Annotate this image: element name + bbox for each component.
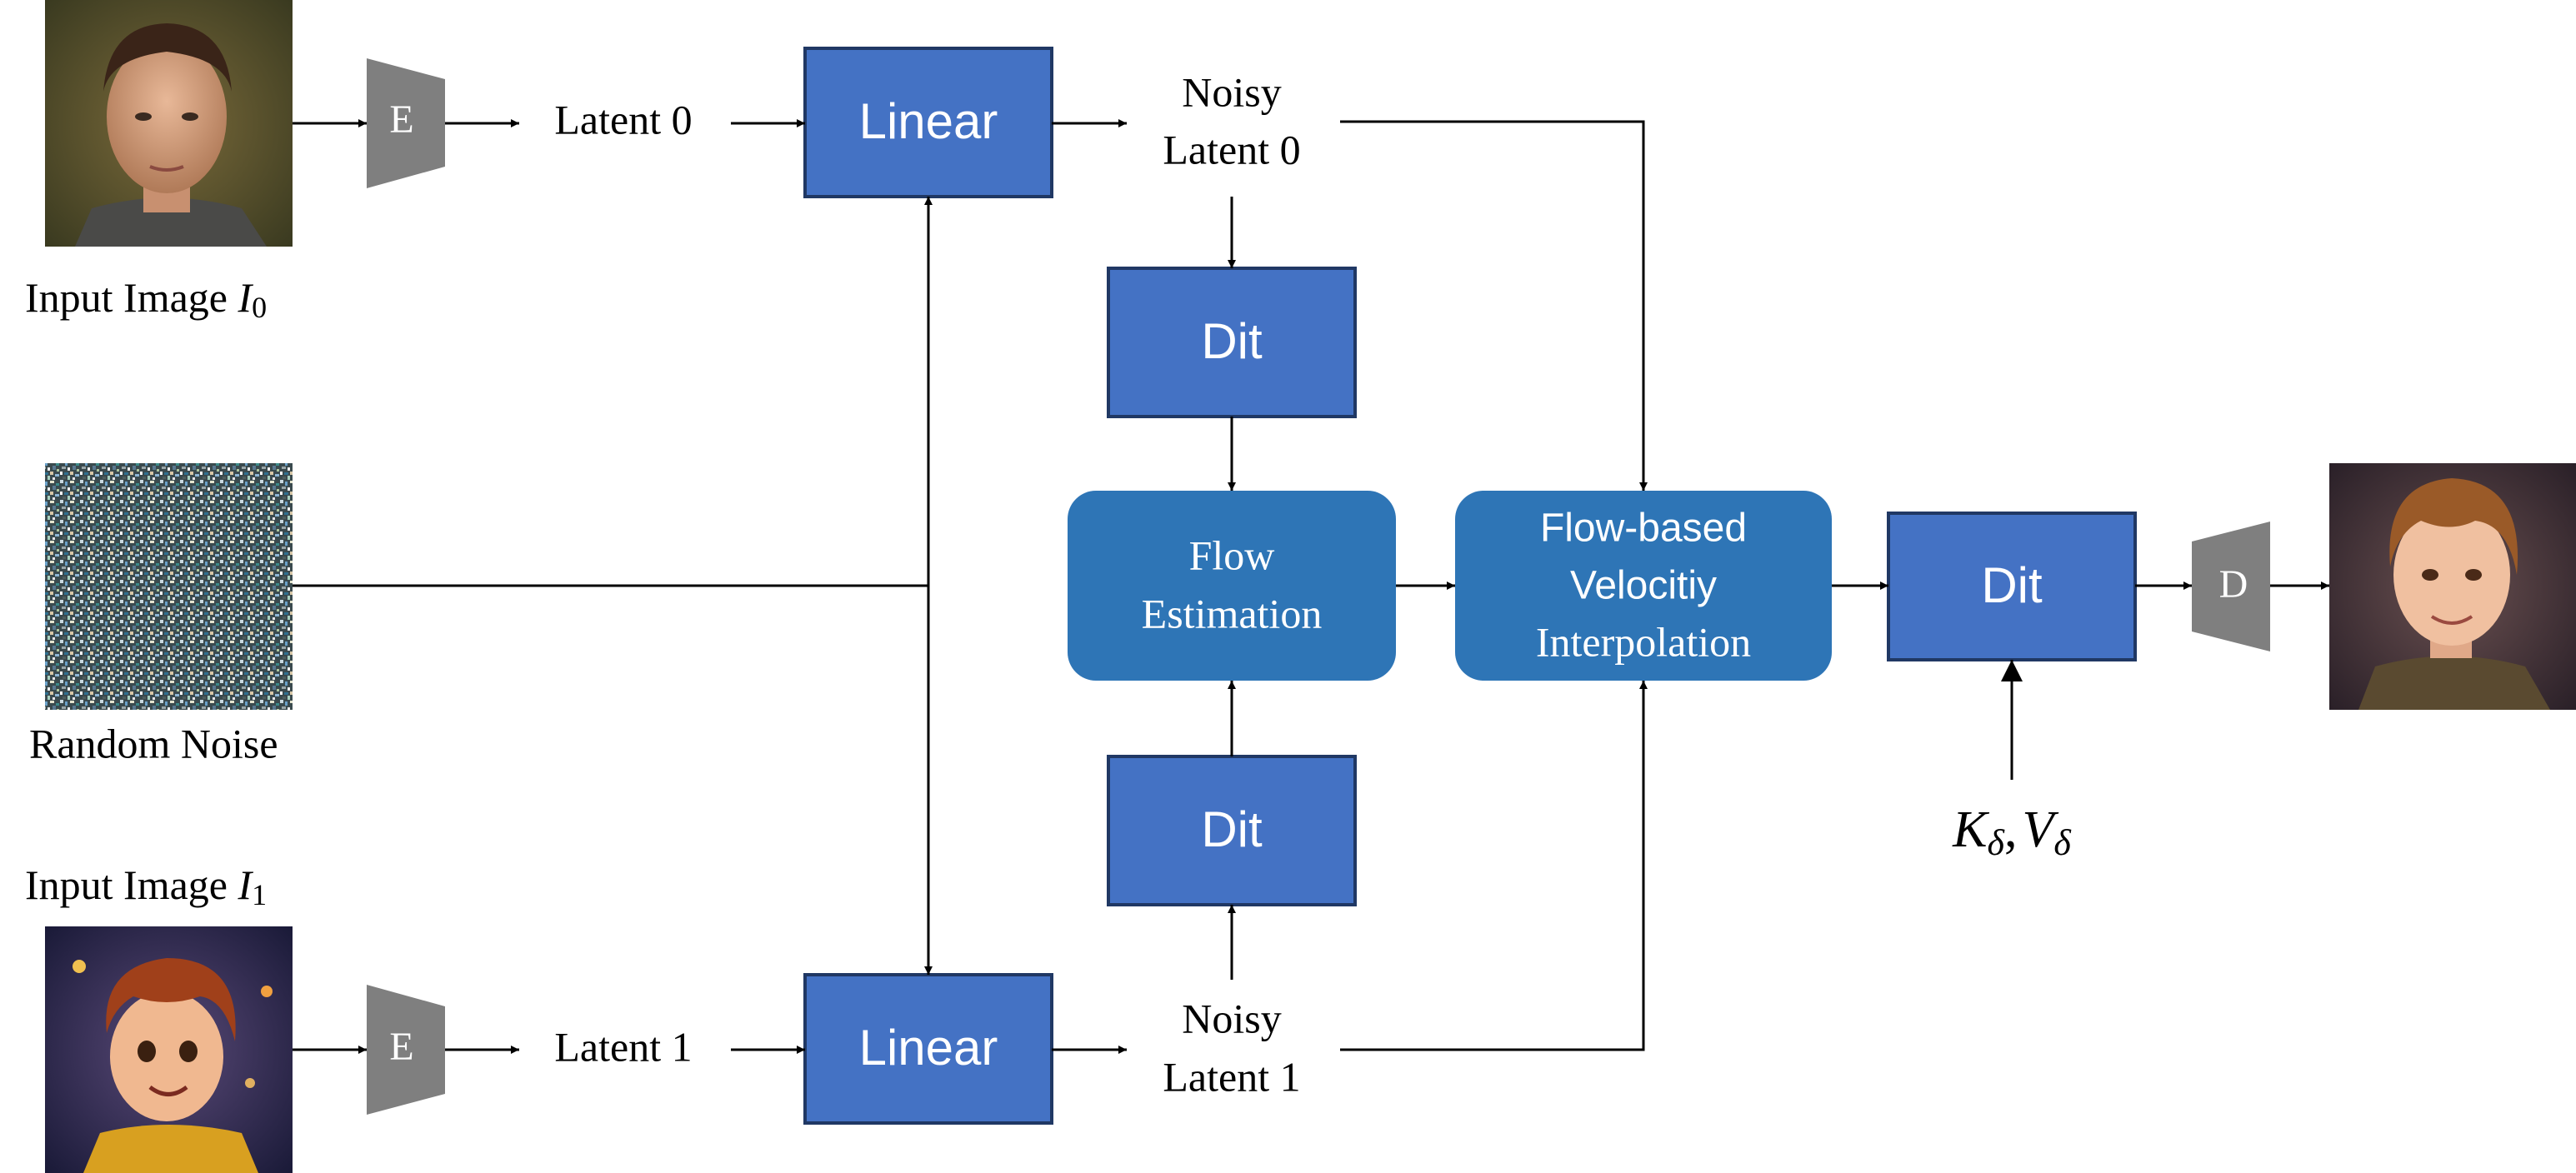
kv-condition-label: Kδ,Vδ bbox=[1952, 801, 2072, 863]
noisy-latent-1-label: Noisy Latent 1 bbox=[1163, 995, 1300, 1100]
velocity-interpolation-box: Flow-based Velocitiy Interpolation bbox=[1455, 491, 1832, 681]
latent-0-label: Latent 0 bbox=[554, 96, 692, 142]
encoder-bottom: E bbox=[367, 985, 445, 1115]
random-noise-label: Random Noise bbox=[29, 720, 278, 766]
svg-text:Latent 0: Latent 0 bbox=[1163, 126, 1300, 172]
connectors bbox=[293, 119, 2329, 1054]
svg-text:Velocitiy: Velocitiy bbox=[1570, 564, 1717, 608]
svg-text:Linear: Linear bbox=[859, 1020, 998, 1076]
svg-text:Flow-based: Flow-based bbox=[1540, 507, 1747, 551]
linear-box-bottom: Linear bbox=[803, 973, 1053, 1125]
input-image-0-label: Input Image I0 bbox=[25, 274, 267, 324]
dit-box-bottom: Dit bbox=[1107, 755, 1357, 906]
svg-text:Dit: Dit bbox=[1201, 801, 1263, 857]
svg-text:E: E bbox=[389, 1025, 413, 1069]
svg-text:Dit: Dit bbox=[1201, 313, 1263, 369]
svg-text:Noisy: Noisy bbox=[1182, 995, 1281, 1041]
input-image-0 bbox=[45, 0, 293, 247]
svg-text:Estimation: Estimation bbox=[1142, 590, 1323, 636]
svg-text:E: E bbox=[389, 97, 413, 142]
svg-text:Noisy: Noisy bbox=[1182, 68, 1281, 115]
svg-text:Linear: Linear bbox=[859, 93, 998, 149]
input-image-1-label: Input Image I1 bbox=[25, 861, 267, 911]
input-image-1 bbox=[45, 926, 293, 1173]
svg-text:Dit: Dit bbox=[1981, 557, 2043, 613]
linear-box-top: Linear bbox=[803, 47, 1053, 198]
svg-text:D: D bbox=[2219, 562, 2248, 606]
noisy-latent-0-label: Noisy Latent 0 bbox=[1163, 68, 1300, 172]
svg-text:Flow: Flow bbox=[1189, 532, 1275, 578]
random-noise-image bbox=[45, 463, 293, 710]
flow-estimation-box: Flow Estimation bbox=[1068, 491, 1396, 681]
decoder: D bbox=[2192, 522, 2270, 651]
dit-box-top: Dit bbox=[1107, 267, 1357, 418]
dit-box-right: Dit bbox=[1887, 512, 2137, 661]
encoder-top: E bbox=[367, 58, 445, 188]
latent-1-label: Latent 1 bbox=[554, 1023, 692, 1070]
svg-text:Latent 1: Latent 1 bbox=[1163, 1053, 1300, 1100]
svg-text:Interpolation: Interpolation bbox=[1536, 618, 1751, 665]
output-image bbox=[2329, 463, 2576, 710]
